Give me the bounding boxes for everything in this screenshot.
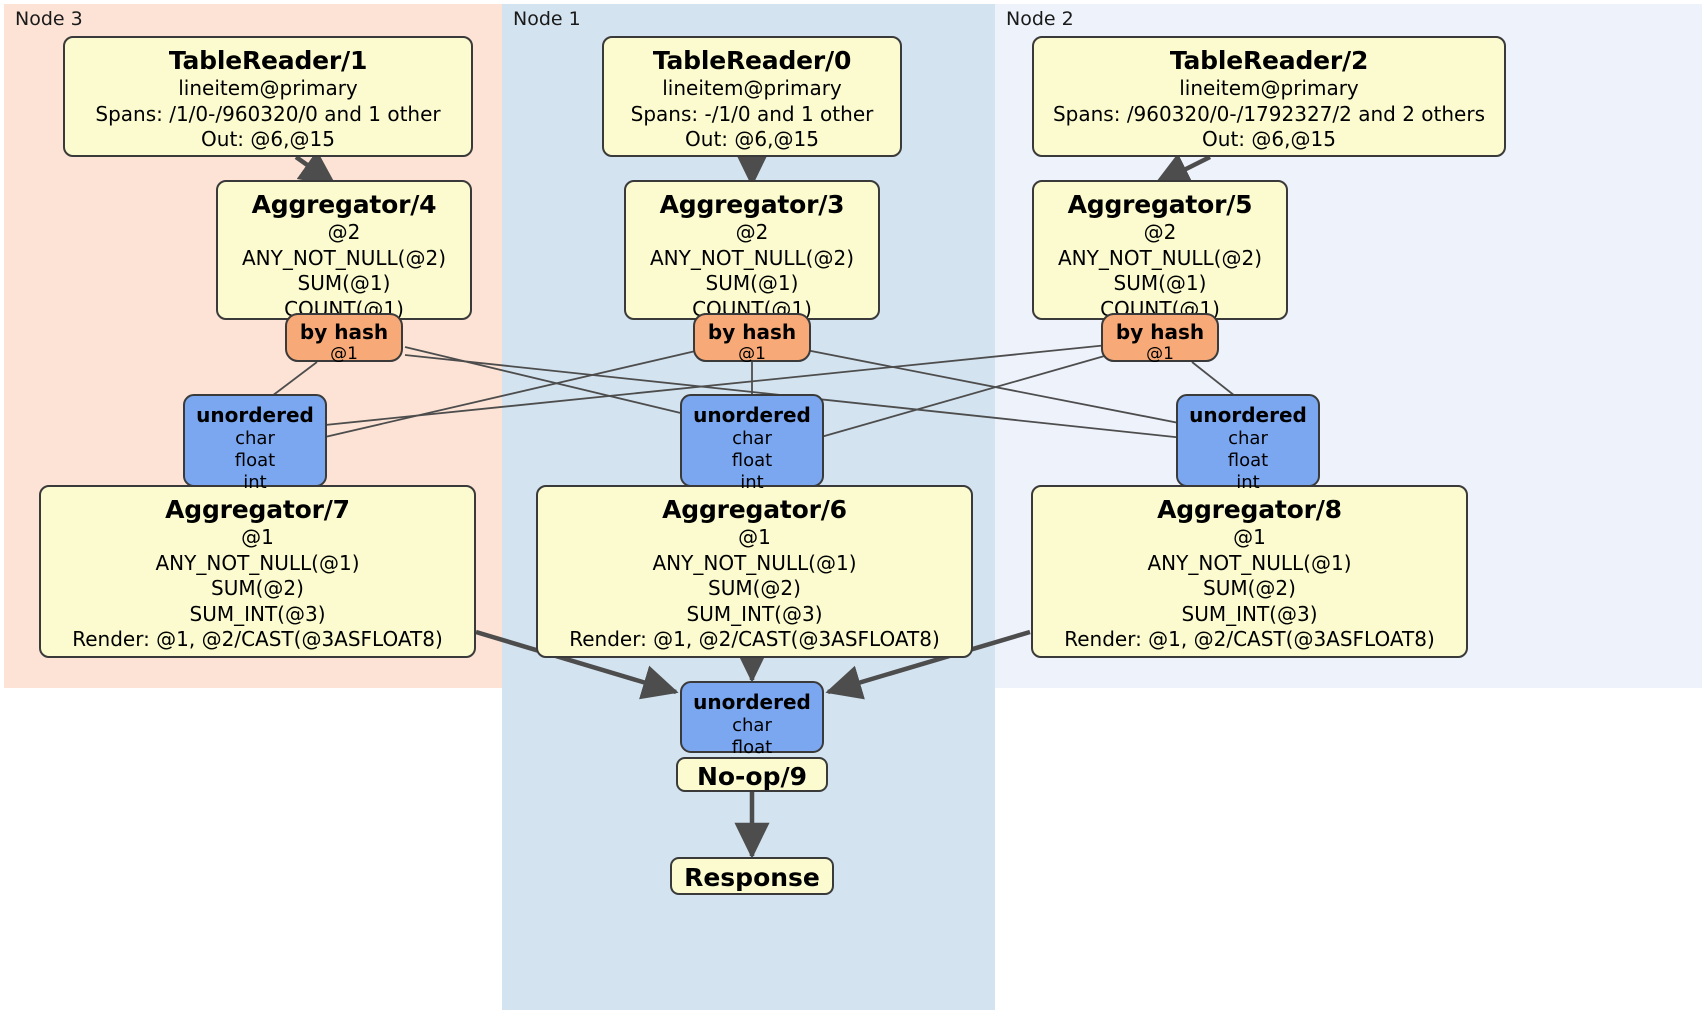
- aggregator-3-title: Aggregator/3: [659, 190, 845, 219]
- synchronizer-node3-type2: float: [234, 450, 276, 471]
- synchronizer-node1-type3: int: [740, 472, 764, 493]
- aggregator-4-title: Aggregator/4: [251, 190, 437, 219]
- aggregator-8-title: Aggregator/8: [1157, 495, 1342, 524]
- aggregator-6-title: Aggregator/6: [662, 495, 847, 524]
- aggregator-8-render: Render: @1, @2/CAST(@3ASFLOAT8): [1064, 627, 1435, 651]
- table-reader-2-spans: Spans: /960320/0-/1792327/2 and 2 others: [1052, 101, 1485, 126]
- aggregator-4-box[interactable]: Aggregator/4 @2 ANY_NOT_NULL(@2) SUM(@1)…: [216, 180, 472, 321]
- aggregator-3-agg2: SUM(@1): [705, 271, 799, 295]
- aggregator-6-render: Render: @1, @2/CAST(@3ASFLOAT8): [569, 627, 940, 651]
- hash-router-node2-title: by hash: [1115, 320, 1205, 344]
- final-synchronizer-type1: char: [732, 715, 772, 736]
- aggregator-4-agg1: ANY_NOT_NULL(@2): [242, 245, 446, 270]
- table-reader-1-table: lineitem@primary: [178, 76, 358, 100]
- aggregator-4-agg2: SUM(@1): [297, 271, 391, 295]
- synchronizer-node3-title: unordered: [196, 403, 314, 427]
- aggregator-7-agg1: ANY_NOT_NULL(@1): [155, 550, 360, 575]
- node-panel-label-node3: Node 3: [15, 8, 83, 30]
- hash-router-node2[interactable]: by hash @1: [1101, 313, 1219, 364]
- hash-router-node3-title: by hash: [299, 320, 389, 344]
- table-reader-0-title: TableReader/0: [652, 46, 852, 75]
- aggregator-3-agg1: ANY_NOT_NULL(@2): [650, 245, 854, 270]
- hash-router-node3[interactable]: by hash @1: [285, 313, 403, 364]
- synchronizer-node1-title: unordered: [693, 403, 811, 427]
- hash-router-node1-title: by hash: [707, 320, 797, 344]
- hash-router-node1-column: @1: [738, 344, 766, 364]
- response-box[interactable]: Response: [670, 857, 834, 895]
- node-panel-label-node2: Node 2: [1006, 8, 1074, 30]
- table-reader-1-spans: Spans: /1/0-/960320/0 and 1 other: [95, 101, 441, 126]
- aggregator-7-title: Aggregator/7: [165, 495, 350, 524]
- aggregator-6-agg3: SUM_INT(@3): [686, 601, 823, 626]
- final-synchronizer[interactable]: unordered char float: [680, 681, 824, 758]
- aggregator-3-group: @2: [735, 220, 769, 244]
- aggregator-6-group: @1: [738, 525, 771, 549]
- table-reader-2-box[interactable]: TableReader/2 lineitem@primary Spans: /9…: [1032, 36, 1506, 157]
- table-reader-2-table: lineitem@primary: [1179, 76, 1359, 100]
- synchronizer-node1[interactable]: unordered char float int: [680, 394, 824, 493]
- table-reader-0-out: Out: @6,@15: [685, 127, 819, 151]
- aggregator-6-box[interactable]: Aggregator/6 @1 ANY_NOT_NULL(@1) SUM(@2)…: [536, 485, 973, 658]
- table-reader-1-box[interactable]: TableReader/1 lineitem@primary Spans: /1…: [63, 36, 473, 157]
- aggregator-7-box[interactable]: Aggregator/7 @1 ANY_NOT_NULL(@1) SUM(@2)…: [39, 485, 476, 658]
- aggregator-5-agg1: ANY_NOT_NULL(@2): [1058, 245, 1262, 270]
- aggregator-8-group: @1: [1233, 525, 1266, 549]
- aggregator-5-group: @2: [1143, 220, 1177, 244]
- table-reader-1-title: TableReader/1: [168, 46, 368, 75]
- aggregator-8-agg3: SUM_INT(@3): [1181, 601, 1318, 626]
- synchronizer-node2-title: unordered: [1189, 403, 1307, 427]
- synchronizer-node2-type1: char: [1228, 428, 1268, 449]
- final-synchronizer-type2: float: [731, 737, 773, 758]
- synchronizer-node1-type1: char: [732, 428, 772, 449]
- hash-router-node1[interactable]: by hash @1: [693, 313, 811, 364]
- aggregator-6-agg2: SUM(@2): [708, 576, 801, 600]
- no-op-9-box[interactable]: No-op/9: [676, 757, 828, 792]
- table-reader-0-spans: Spans: -/1/0 and 1 other: [630, 101, 874, 126]
- synchronizer-node3-type3: int: [243, 472, 267, 493]
- aggregator-4-group: @2: [327, 220, 361, 244]
- synchronizer-node2-type3: int: [1236, 472, 1260, 493]
- aggregator-3-box[interactable]: Aggregator/3 @2 ANY_NOT_NULL(@2) SUM(@1)…: [624, 180, 880, 321]
- aggregator-7-agg3: SUM_INT(@3): [189, 601, 326, 626]
- table-reader-1-out: Out: @6,@15: [201, 127, 335, 151]
- response-title: Response: [684, 863, 820, 892]
- table-reader-0-box[interactable]: TableReader/0 lineitem@primary Spans: -/…: [602, 36, 902, 157]
- aggregator-5-title: Aggregator/5: [1067, 190, 1253, 219]
- aggregator-7-agg2: SUM(@2): [211, 576, 304, 600]
- aggregator-8-agg1: ANY_NOT_NULL(@1): [1147, 550, 1352, 575]
- table-reader-2-title: TableReader/2: [1169, 46, 1369, 75]
- node-panel-label-node1: Node 1: [513, 8, 581, 30]
- table-reader-0-table: lineitem@primary: [662, 76, 842, 100]
- aggregator-5-agg2: SUM(@1): [1113, 271, 1207, 295]
- synchronizer-node3-type1: char: [235, 428, 275, 449]
- aggregator-7-group: @1: [241, 525, 274, 549]
- aggregator-6-agg1: ANY_NOT_NULL(@1): [652, 550, 857, 575]
- no-op-9-title: No-op/9: [696, 762, 808, 791]
- hash-router-node2-column: @1: [1146, 344, 1174, 364]
- hash-router-node3-column: @1: [330, 344, 358, 364]
- synchronizer-node2[interactable]: unordered char float int: [1176, 394, 1320, 493]
- aggregator-8-box[interactable]: Aggregator/8 @1 ANY_NOT_NULL(@1) SUM(@2)…: [1031, 485, 1468, 658]
- aggregator-7-render: Render: @1, @2/CAST(@3ASFLOAT8): [72, 627, 443, 651]
- synchronizer-node1-type2: float: [731, 450, 773, 471]
- table-reader-2-out: Out: @6,@15: [1202, 127, 1336, 151]
- synchronizer-node3[interactable]: unordered char float int: [183, 394, 327, 493]
- aggregator-5-box[interactable]: Aggregator/5 @2 ANY_NOT_NULL(@2) SUM(@1)…: [1032, 180, 1288, 321]
- aggregator-8-agg2: SUM(@2): [1203, 576, 1296, 600]
- synchronizer-node2-type2: float: [1227, 450, 1269, 471]
- final-synchronizer-title: unordered: [693, 690, 811, 714]
